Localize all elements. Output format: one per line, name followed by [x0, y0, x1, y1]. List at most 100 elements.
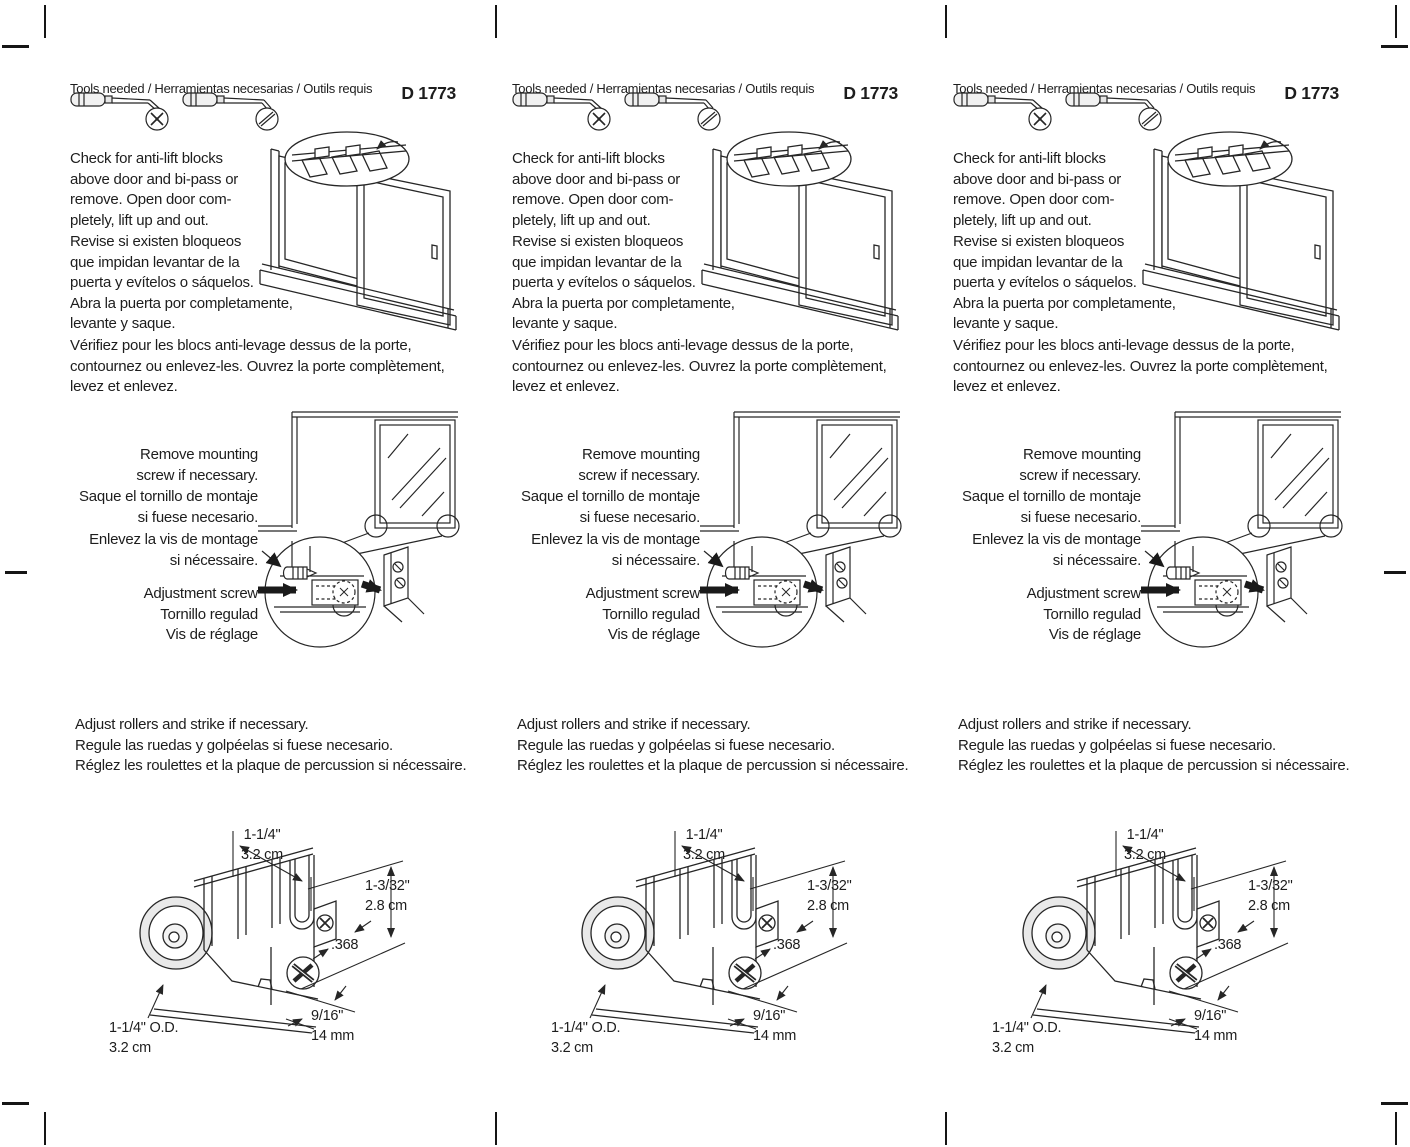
strike-bracket — [1266, 546, 1292, 607]
bottom-rail — [1032, 1008, 1200, 1034]
tools-icons — [953, 92, 1162, 131]
step3-text-fr: Réglez les roulettes et la plaque de per… — [75, 757, 467, 775]
step1-text-fr: Vérifiez pour les blocs anti-levage dess… — [512, 337, 887, 396]
part-number: D 1773 — [843, 82, 898, 103]
roller-dimension-diagram — [139, 831, 406, 1034]
flathead-screwdriver-icon — [1065, 92, 1162, 131]
door-panel — [374, 419, 456, 529]
crop-mark — [945, 1112, 947, 1145]
crop-mark — [495, 5, 497, 38]
roller-housing — [753, 579, 801, 606]
step3-text-es: Regule las ruedas y golpéelas si fuese n… — [517, 736, 835, 754]
adjustment-screw-label: Adjustment screw Tornillo regulad Vis de… — [585, 585, 701, 644]
bottom-rail — [149, 1008, 317, 1034]
door-handle — [873, 244, 880, 260]
adjustment-screw-label: Adjustment screw Tornillo regulad Vis de… — [1026, 585, 1142, 644]
roller-depth-label: 9/16" 14 mm — [753, 1008, 797, 1044]
instruction-panel: Tools needed / Herramientas necesarias /… — [512, 0, 912, 1147]
bracket-plates — [193, 847, 314, 888]
frame-corner — [258, 411, 458, 532]
sliding-door-illustration — [701, 131, 899, 331]
door-panel — [1257, 419, 1339, 529]
phillips-screwdriver-icon — [70, 92, 169, 131]
crop-mark — [2, 1102, 29, 1105]
step1-text-fr: Vérifiez pour les blocs anti-levage dess… — [953, 337, 1328, 396]
crop-mark — [1381, 45, 1408, 48]
door-sill — [701, 263, 899, 331]
roller-depth-label: 9/16" 14 mm — [311, 1008, 355, 1044]
roller-height-label: 1-3/32" 2.8 cm — [1248, 878, 1293, 914]
step1-text-fr: Vérifiez pour les blocs anti-levage dess… — [70, 337, 445, 396]
roller-offset-label: .368 — [1214, 937, 1242, 953]
step2-text-es: Saque el tornillo de montaje si fuese ne… — [79, 488, 258, 526]
strike-bracket — [383, 546, 409, 607]
strike-arrow — [360, 579, 382, 594]
mounting-screw-arrow — [261, 550, 282, 568]
crop-mark — [44, 5, 46, 38]
strike-bracket — [825, 546, 851, 607]
anti-lift-block — [1228, 144, 1244, 157]
step3-text-fr: Réglez les roulettes et la plaque de per… — [517, 757, 909, 775]
roller-location-circle — [806, 514, 830, 538]
roller-offset-label: .368 — [331, 937, 359, 953]
rail-slot — [731, 855, 757, 930]
roller-location-circle — [436, 514, 460, 538]
dimension-lines — [589, 831, 848, 1030]
roller-od-label: 1-1/4" O.D. 3.2 cm — [992, 1020, 1062, 1056]
anti-lift-block — [756, 146, 772, 159]
step2-text-fr: Enlevez la vis de montage si nécessaire. — [89, 531, 258, 569]
step1-text-es: Revise si existen bloqueos que impidan l… — [512, 233, 735, 333]
crop-mark — [1395, 1112, 1397, 1145]
step3-text: Adjust rollers and strike if necessary. … — [75, 715, 473, 777]
strike-arrow — [1243, 579, 1265, 594]
anti-lift-block — [787, 144, 803, 157]
crop-mark — [1395, 5, 1397, 38]
frame-corner — [1141, 411, 1341, 532]
door-sill — [259, 263, 457, 331]
rail-slot — [289, 855, 315, 930]
crop-mark — [1381, 1102, 1408, 1105]
roller-height-label: 1-3/32" 2.8 cm — [807, 878, 852, 914]
strike-arrow — [802, 579, 824, 594]
step1-text-es: Revise si existen bloqueos que impidan l… — [70, 233, 293, 333]
adjustment-screw-label: Adjustment screw Tornillo regulad Vis de… — [143, 585, 259, 644]
roller-location-circle — [1319, 514, 1343, 538]
roller-location-circle — [1247, 514, 1271, 538]
step1-text-es: Revise si existen bloqueos que impidan l… — [953, 233, 1176, 333]
crop-mark — [2, 45, 29, 48]
step2-text-en: Remove mounting screw if necessary. — [578, 446, 700, 484]
sliding-panel — [798, 171, 893, 326]
door-sill — [1142, 263, 1340, 331]
sliding-panel — [1239, 171, 1334, 326]
frame-corner — [700, 411, 900, 532]
step1-text-en: Check for anti-lift blocks above door an… — [512, 150, 681, 229]
crop-mark — [1384, 571, 1406, 574]
crop-mark — [5, 571, 27, 574]
roller-height-label: 1-3/32" 2.8 cm — [365, 878, 410, 914]
step2-text-es: Saque el tornillo de montaje si fuese ne… — [962, 488, 1141, 526]
crop-mark — [495, 1112, 497, 1145]
door-jamb — [712, 148, 722, 270]
anti-lift-block — [345, 144, 361, 157]
step3-text-es: Regule las ruedas y golpéelas si fuese n… — [958, 736, 1276, 754]
roller-width-label: 1-1/4" 3.2 cm — [682, 827, 725, 863]
part-number: D 1773 — [401, 82, 456, 103]
door-panel — [816, 419, 898, 529]
door-jamb — [1153, 148, 1163, 270]
door-handle — [431, 244, 438, 260]
anti-lift-block — [1197, 146, 1213, 159]
roller-adjustment-illustration — [700, 411, 902, 648]
roller-depth-label: 9/16" 14 mm — [1194, 1008, 1238, 1044]
sliding-door-illustration — [1142, 131, 1340, 331]
roller-dimension-diagram — [1022, 831, 1289, 1034]
roller-adjustment-illustration — [1141, 411, 1343, 648]
roller-location-circle — [878, 514, 902, 538]
step3-text-fr: Réglez les roulettes et la plaque de per… — [958, 757, 1350, 775]
crop-mark — [44, 1112, 46, 1145]
step1-text-en: Check for anti-lift blocks above door an… — [953, 150, 1122, 229]
tools-needed-label: Tools needed / Herramientas necesarias /… — [70, 81, 373, 96]
step1-text-en: Check for anti-lift blocks above door an… — [70, 150, 239, 229]
instruction-panel: Tools needed / Herramientas necesarias /… — [953, 0, 1353, 1147]
step3-text: Adjust rollers and strike if necessary. … — [517, 715, 915, 777]
bottom-rail — [591, 1008, 759, 1034]
